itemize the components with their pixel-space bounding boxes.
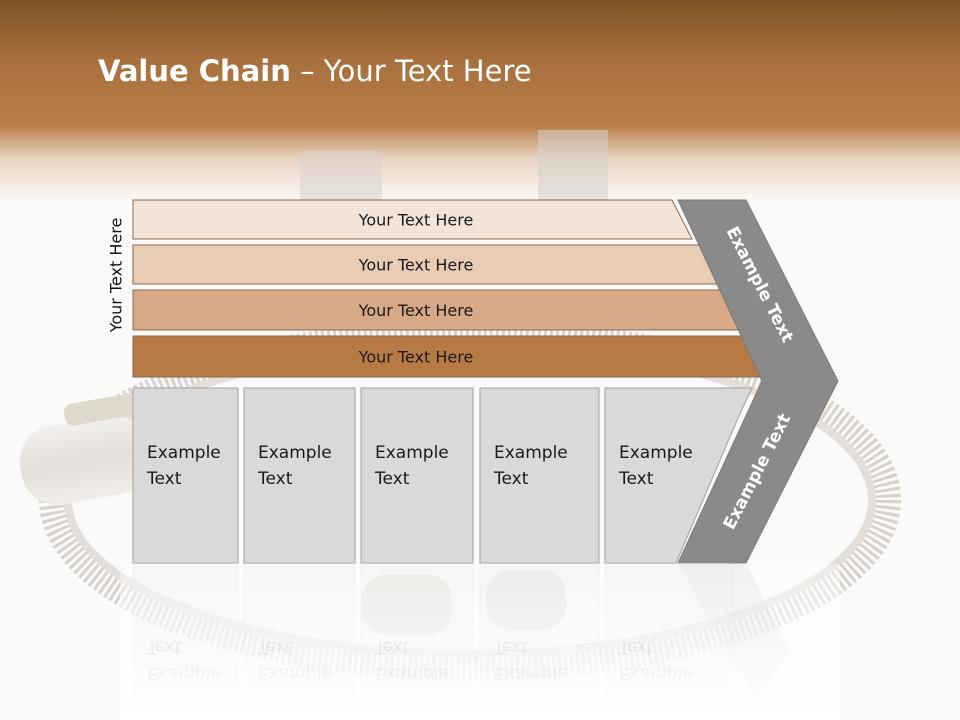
box-4-line1: Example (494, 443, 568, 463)
box-5 (604, 387, 753, 564)
box-1 (132, 387, 239, 564)
box-1-line1: Example (147, 443, 221, 463)
bar-4-label: Your Text Here (358, 348, 474, 367)
box-2-line1: Example (258, 443, 332, 463)
title-bold-part: Value Chain (98, 54, 291, 88)
box-4 (479, 387, 600, 564)
box-4-line2: Text (493, 469, 529, 489)
box-1-line2: Text (146, 469, 182, 489)
box-5-line2: Text (618, 469, 654, 489)
box-3 (360, 387, 474, 564)
reflection-fade (120, 564, 840, 720)
page-title: Value Chain – Your Text Here (98, 54, 532, 88)
bar-1-label: Your Text Here (358, 211, 474, 230)
box-5-line1: Example (619, 443, 693, 463)
header-band (0, 0, 960, 200)
bar-2-label: Your Text Here (358, 256, 474, 275)
box-3-line1: Example (375, 443, 449, 463)
box-2 (243, 387, 356, 564)
bar-3-label: Your Text Here (358, 301, 474, 320)
title-rest-part: – Your Text Here (290, 54, 532, 88)
bar-1 (132, 199, 693, 240)
chevron-arrow (677, 199, 839, 564)
box-3-line2: Text (374, 469, 410, 489)
box-2-line2: Text (257, 469, 293, 489)
